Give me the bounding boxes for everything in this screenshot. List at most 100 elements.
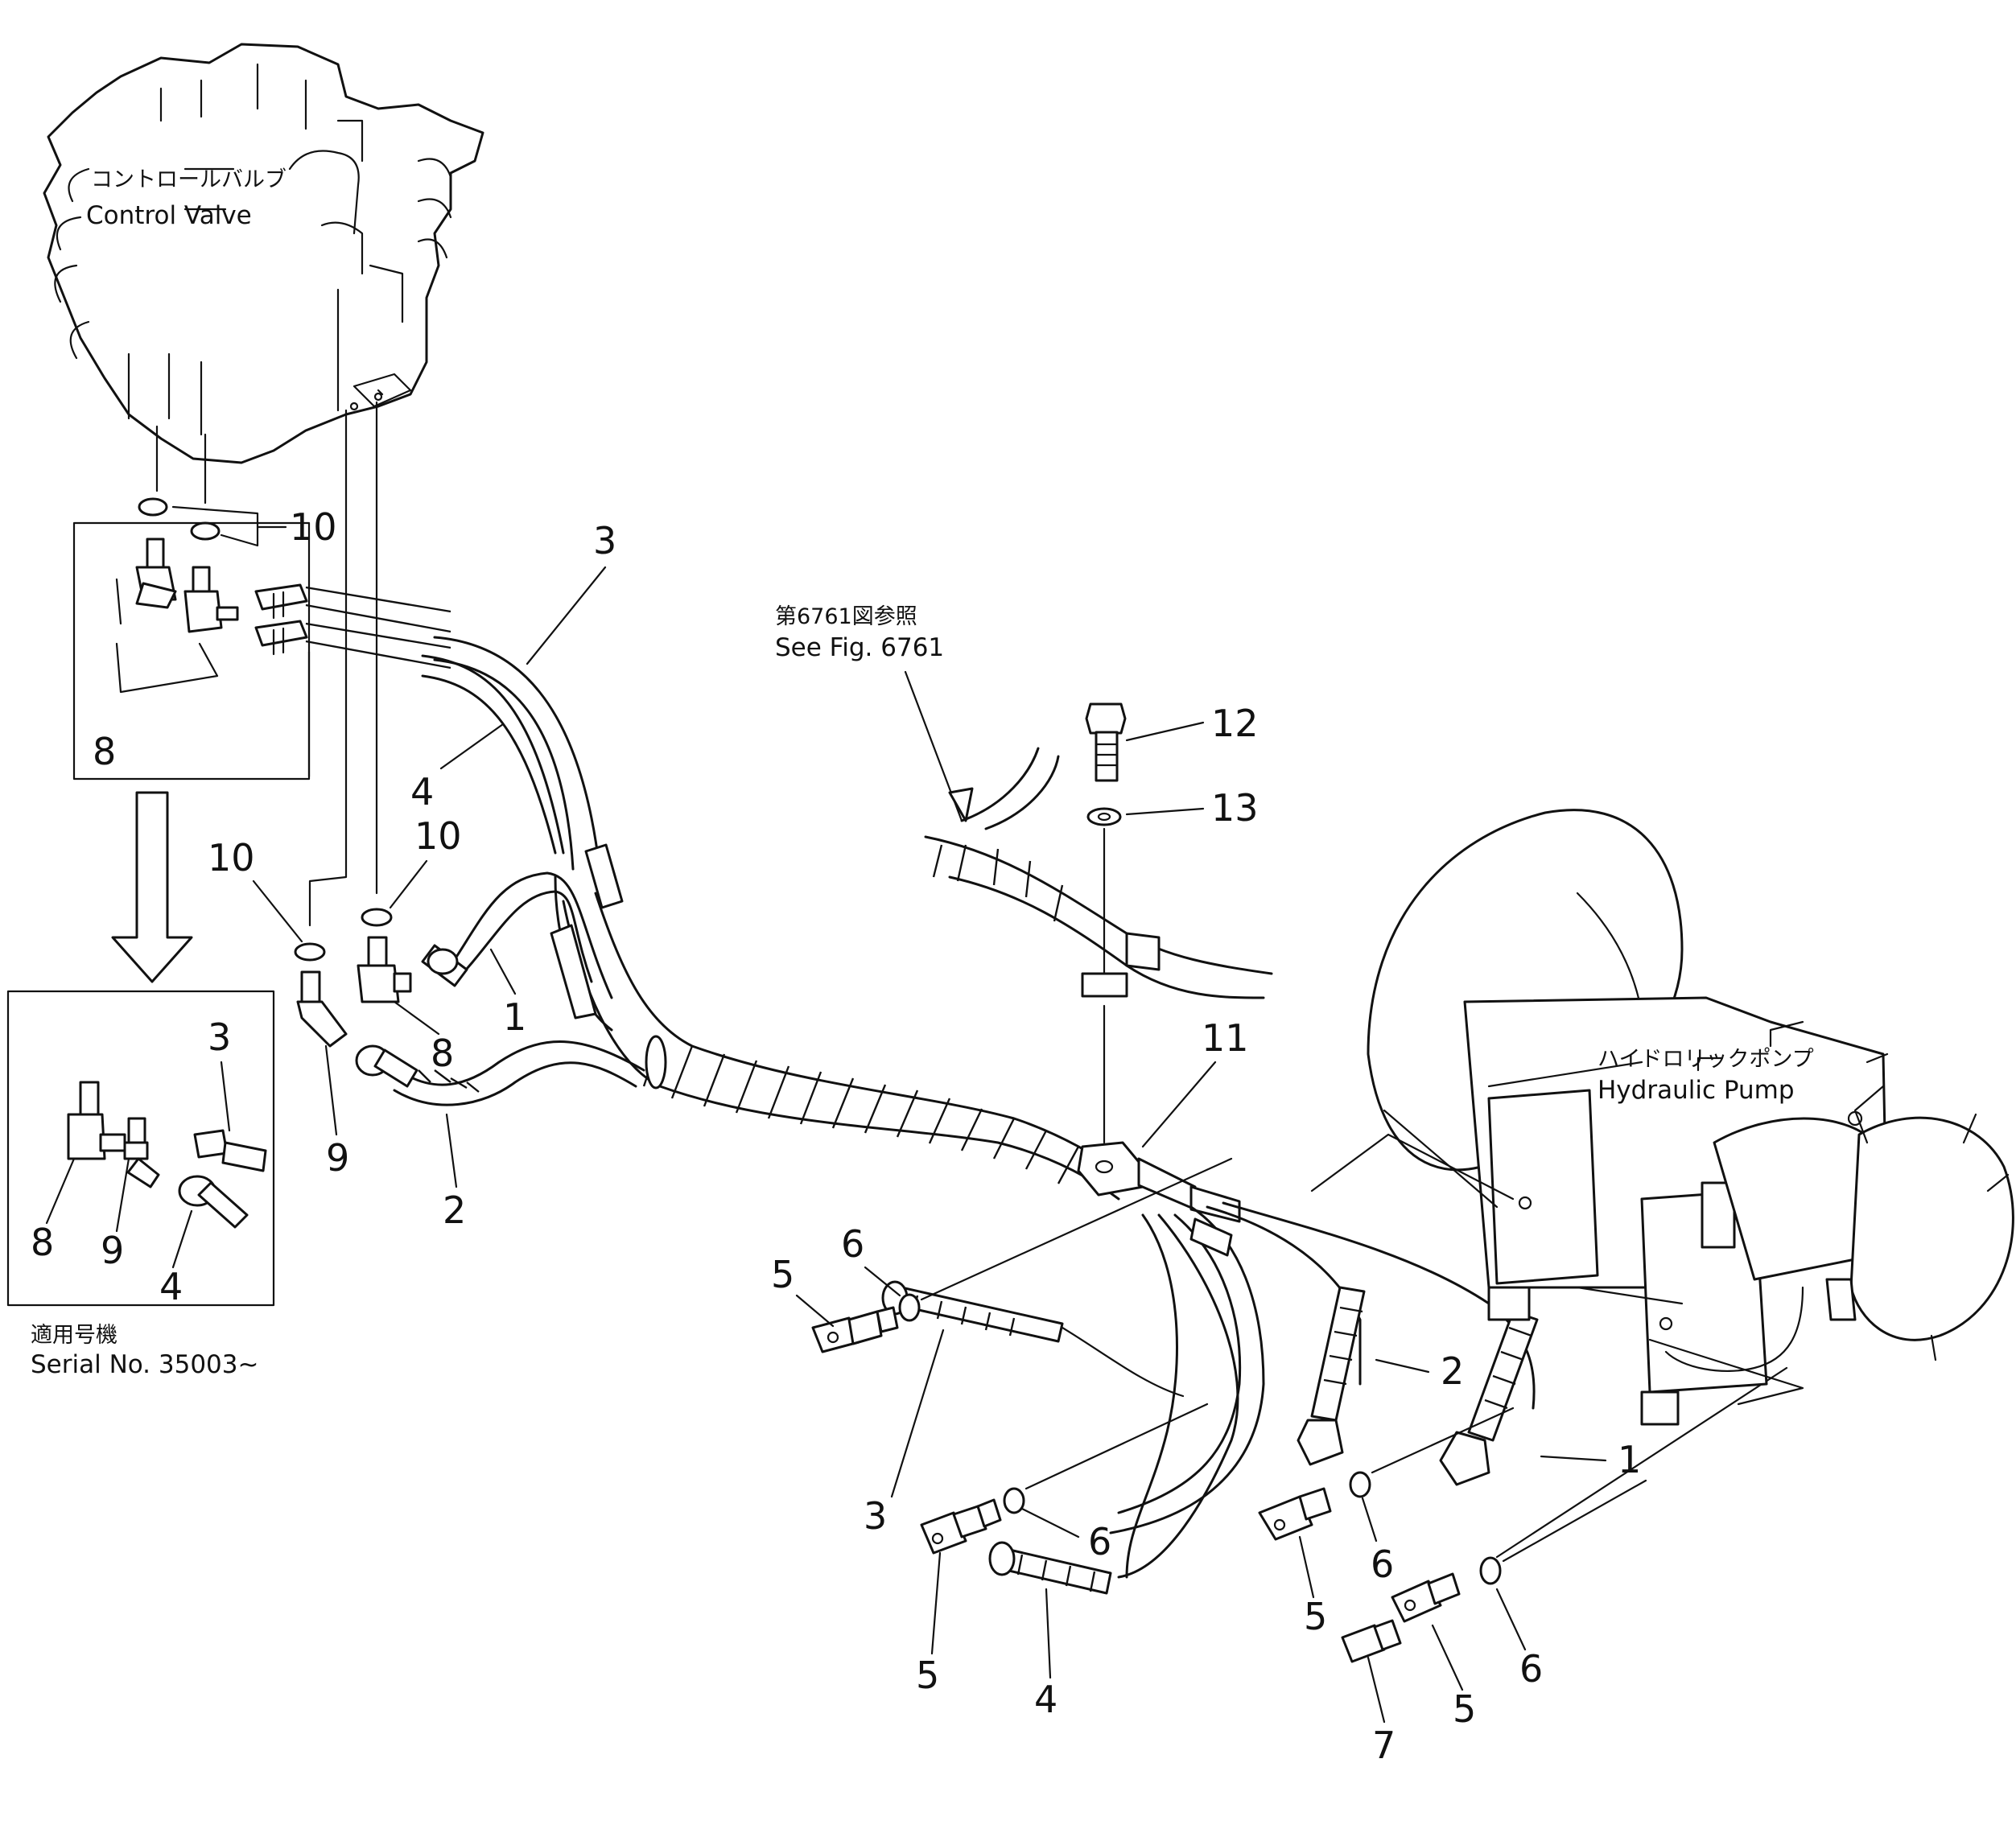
leader-5-b — [930, 1551, 942, 1655]
callout-6-b: 6 — [1088, 1520, 1111, 1563]
o-ring-10-left — [294, 942, 326, 962]
o-ring-6-c — [1349, 1471, 1371, 1498]
hydraulic-pump-label-jp: ハイドロリックポンプ — [1598, 1047, 1814, 1072]
o-ring-6-d — [1479, 1556, 1502, 1585]
leader-8-inset2 — [45, 1157, 76, 1225]
inset1-callout-8-bracket — [115, 578, 219, 694]
leader-7 — [1367, 1656, 1386, 1724]
inset2-fitting-9 — [123, 1117, 160, 1188]
callout-6-c: 6 — [1371, 1543, 1394, 1586]
leader-6-c — [1361, 1497, 1378, 1543]
leader-4-inset2 — [171, 1209, 193, 1269]
inset2-hose-3 — [193, 1129, 267, 1172]
guide-line-6-b — [1024, 1403, 1209, 1490]
callout-4-mid: 4 — [410, 770, 434, 814]
leader-3-low — [890, 1328, 945, 1498]
callout-6-a: 6 — [841, 1222, 864, 1266]
o-ring-10-mid — [361, 908, 393, 927]
control-valve-label-jp: コントロールバルブ — [91, 167, 287, 192]
leader-5-a — [795, 1294, 835, 1328]
leader-3-top — [526, 566, 607, 665]
leader-5-c — [1298, 1535, 1315, 1599]
guide-line-pump-a — [1310, 1133, 1515, 1201]
leader-10-left — [252, 879, 303, 943]
callout-2-right: 2 — [1441, 1349, 1464, 1393]
control-valve — [43, 43, 484, 464]
serial-label-en: Serial No. 35003~ — [31, 1350, 258, 1379]
inset1-elbow-fitting-a — [135, 538, 177, 609]
callout-10-bracket — [171, 505, 259, 547]
leader-2-right — [1375, 1358, 1430, 1374]
callout-3-inset2: 3 — [208, 1015, 231, 1059]
hydraulic-pump — [1367, 809, 2014, 1426]
see-fig-arrowhead — [948, 787, 974, 822]
control-valve-label: コントロールバルブ Control Valve — [86, 167, 287, 230]
leader-2-mid — [445, 1113, 458, 1188]
o-ring-6-b — [1003, 1487, 1025, 1514]
callout-9-inset2: 9 — [101, 1229, 124, 1272]
leader-9-mid — [324, 1044, 338, 1136]
callout-10-mid: 10 — [414, 814, 462, 858]
bolt-12 — [1085, 702, 1127, 782]
leader-4-mid — [439, 723, 505, 770]
leader-8-mid — [393, 1000, 440, 1036]
hydraulic-pump-label: ハイドロリックポンプ Hydraulic Pump — [1598, 1047, 1814, 1105]
callout-12: 12 — [1211, 702, 1259, 745]
leader-13 — [1125, 807, 1205, 816]
leader-12 — [1125, 721, 1205, 742]
control-valve-label-en: Control Valve — [86, 201, 252, 230]
fitting-9-mid — [296, 970, 348, 1048]
leader-10-mid — [389, 859, 428, 909]
callout-4-inset2: 4 — [159, 1265, 183, 1308]
callout-8-inset2: 8 — [31, 1221, 54, 1264]
guide-line-6-c — [1371, 1407, 1515, 1474]
callout-4-low: 4 — [1034, 1678, 1057, 1721]
guide-line-6-a — [920, 1157, 1233, 1301]
serial-number-label: 適用号機 Serial No. 35003~ — [31, 1323, 258, 1379]
callout-5-d: 5 — [1453, 1687, 1476, 1731]
inset1-hose-ends — [254, 583, 451, 669]
leader-3-inset2 — [220, 1061, 231, 1132]
callout-3-low: 3 — [864, 1494, 887, 1538]
serial-label-jp: 適用号機 — [31, 1323, 117, 1348]
elbow-fitting-5-b — [920, 1498, 1002, 1555]
leader-5-d — [1431, 1624, 1464, 1691]
callout-10-top: 10 — [290, 505, 337, 549]
leader-9-inset2 — [115, 1157, 130, 1233]
guide-line-6-d — [1495, 1366, 1788, 1563]
callout-9-mid: 9 — [326, 1136, 349, 1180]
callout-1-right: 1 — [1618, 1438, 1641, 1481]
fitting-8-mid — [357, 936, 412, 1003]
hoses-from-clamp — [1109, 1201, 1536, 1579]
callout-7: 7 — [1372, 1724, 1396, 1767]
elbow-fitting-5-c — [1258, 1487, 1332, 1541]
main-hose-bundle — [550, 875, 1136, 1201]
callout-10-left: 10 — [208, 836, 255, 879]
callout-13: 13 — [1211, 786, 1259, 830]
callout-8-inset1: 8 — [93, 730, 116, 773]
leader-1-mid — [489, 948, 517, 995]
leader-6-d — [1495, 1588, 1527, 1651]
leader-1-right — [1540, 1455, 1607, 1462]
callout-5-a: 5 — [771, 1253, 794, 1296]
callout-5-b: 5 — [916, 1654, 939, 1697]
hydraulic-pump-label-en: Hydraulic Pump — [1598, 1076, 1795, 1105]
callout-8-mid: 8 — [431, 1032, 454, 1075]
callout-5-c: 5 — [1304, 1595, 1327, 1638]
see-fig-label: 第6761図参照 See Fig. 6761 — [775, 604, 944, 662]
leader-11 — [1141, 1061, 1217, 1148]
plug-7 — [1341, 1619, 1402, 1663]
elbow-fitting-5-a — [811, 1306, 899, 1353]
o-ring-10-top-b — [190, 521, 221, 541]
hose-2-right — [1297, 1286, 1366, 1466]
hose-4-lower — [988, 1541, 1112, 1595]
elbow-fitting-5-d — [1391, 1572, 1461, 1623]
leader-4-low — [1045, 1588, 1052, 1679]
callout-6-d: 6 — [1519, 1647, 1543, 1691]
washer-13 — [1086, 807, 1122, 826]
down-arrow — [111, 791, 193, 983]
callout-2-mid: 2 — [443, 1188, 466, 1232]
o-ring-10-top-a — [138, 497, 168, 517]
